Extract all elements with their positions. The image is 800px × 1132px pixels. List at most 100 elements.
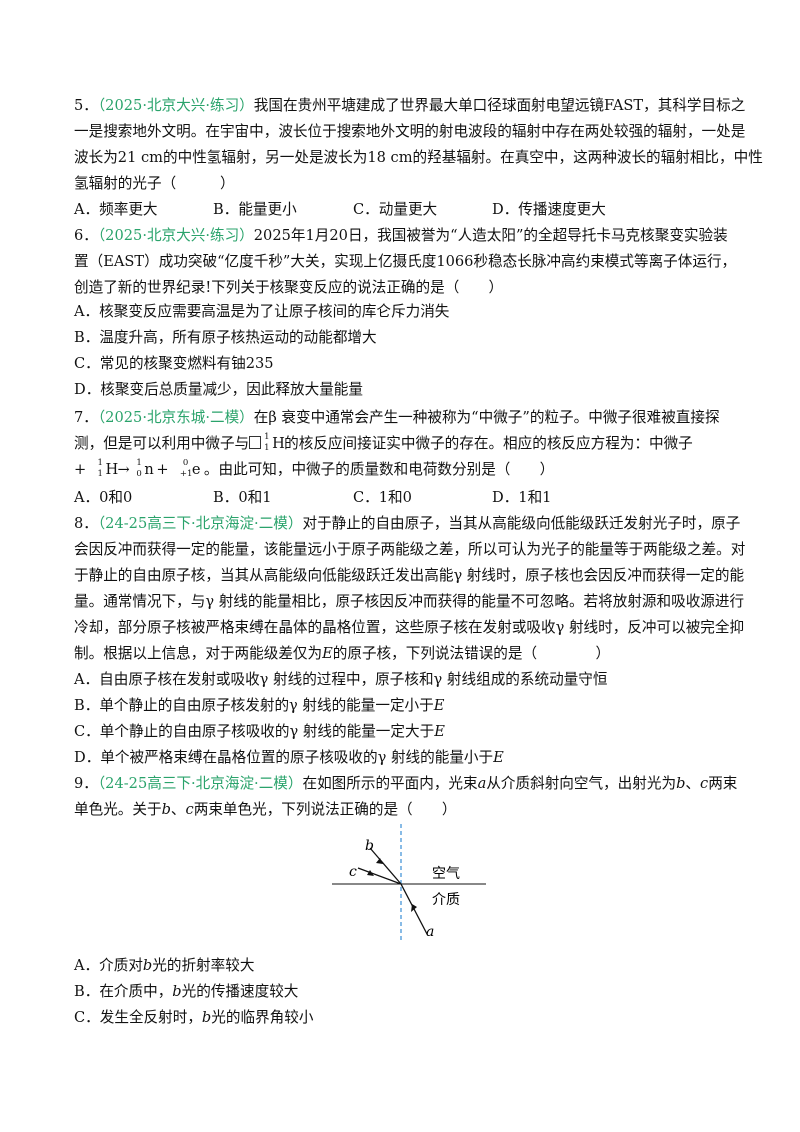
q9-line-1: 9．（24-25高三下·北京海淀·二模）在如图所示的平面内，光束a从介质斜射向空… (74, 774, 737, 794)
h-eq-charge: 1 (97, 469, 103, 479)
q8-source: （24-25高三下·北京海淀·二模） (97, 515, 303, 532)
q8-line-3: 于静止的自由原子核，当其从高能级向低能级跃迁发出高能γ 射线时，原子核也会因反冲… (74, 567, 745, 584)
energy-symbol: E (322, 645, 333, 662)
label-medium: 介质 (432, 892, 460, 908)
q8-number: 8． (74, 515, 98, 532)
q9-text-2a: 单色光。关于 (74, 801, 162, 818)
placeholder-box-icon (249, 436, 262, 449)
n-symbol: n (144, 461, 154, 478)
h-eq-symbol: H (105, 461, 119, 478)
eq-plus-2: + (156, 461, 169, 478)
q6-source: （2025·北京大兴·练习） (97, 227, 254, 244)
q7-option-d[interactable]: D．1和1 (492, 489, 552, 506)
q6-option-d[interactable]: D．核聚变后总质量减少，因此释放大量能量 (74, 381, 363, 398)
q8-line-5: 冷却，部分原子核被严格束缚在晶体的晶格位置，这些原子核在发射或吸收γ 射线时，反… (74, 619, 745, 636)
refracted-beam-b (369, 847, 402, 885)
q8-option-b[interactable]: B．单个静止的自由原子核发射的γ 射线的能量一定小于E (74, 696, 444, 716)
q8-line-2: 会因反冲而获得一定的能量，该能量远小于原子两能级之差，所以可认为光子的能量等于两… (74, 541, 746, 558)
q8-text-6a: 制。根据以上信息，对于两能级差仅为 (74, 645, 323, 662)
q5-line-3: 波长为21 cm的中性氢辐射，另一处是波长为18 cm的羟基辐射。在真空中，这两… (74, 149, 763, 166)
h-symbol: H (272, 435, 285, 452)
q8-option-c-text: C．单个静止的自由原子核吸收的γ 射线的能量一定大于 (74, 723, 435, 740)
q9-text-1a: 在如图所示的平面内，光束 (302, 775, 478, 792)
q9-option-a-1: A．介质对 (74, 957, 143, 974)
q7-text-2b: 的核反应间接证实中微子的存在。相应的核反应方程为：中微子 (284, 435, 693, 452)
q6-text-1: 2025年1月20日，我国被誉为“人造太阳”的全超导托卡马克核聚变实验装 (253, 227, 728, 244)
q9-source: （24-25高三下·北京海淀·二模） (97, 775, 303, 792)
beam-b-label-2: b (161, 801, 171, 818)
e-charge: +1 (179, 469, 193, 479)
q8-line-4: 量。通常情况下，与γ 射线的能量相比，原子核因反冲而获得的能量不可忽略。若将放射… (74, 593, 745, 610)
q9-option-a[interactable]: A．介质对b光的折射率较大 (74, 956, 254, 976)
q5-line-1: 5．（2025·北京大兴·练习）我国在贵州平塘建成了世界最大单口径球面射电望远镜… (74, 96, 745, 116)
energy-symbol-b: E (433, 697, 445, 714)
q6-option-c[interactable]: C．常见的核聚变燃料有铀235 (74, 355, 274, 372)
q5-option-c[interactable]: C．动量更大 (353, 201, 438, 218)
q5-option-b[interactable]: B．能量更小 (213, 201, 297, 218)
arrow-c-icon (367, 870, 374, 876)
q9-option-c-2: 光的临界角较小 (211, 1009, 314, 1026)
e-mass: 0 (182, 458, 189, 468)
q8-option-a[interactable]: A．自由原子核在发射或吸收γ 射线的过程中，原子核和γ 射线组成的系统动量守恒 (74, 671, 608, 688)
q8-option-d[interactable]: D．单个被严格束缚在晶格位置的原子核吸收的γ 射线的能量小于E (74, 748, 504, 768)
q7-option-b[interactable]: B．0和1 (213, 489, 272, 506)
q6-number: 6． (74, 227, 98, 244)
reaction-arrow-icon: → (117, 461, 130, 478)
figure-label-a: a (426, 924, 434, 940)
q9-option-b-b: b (172, 983, 182, 1000)
refraction-diagram: b c a 空气 介质 (332, 824, 486, 942)
q7-line-1: 7．（2025·北京东城·二模）在β 衰变中通常会产生一种被称为“中微子”的粒子… (74, 408, 720, 428)
q5-source: （2025·北京大兴·练习） (97, 97, 254, 114)
q7-source: （2025·北京东城·二模） (97, 409, 254, 426)
q7-text-1: 在β 衰变中通常会产生一种被称为“中微子”的粒子。中微子很难被直接探 (253, 409, 720, 426)
q8-line-1: 8．（24-25高三下·北京海淀·二模）对于静止的自由原子，当其从高能级向低能级… (74, 514, 740, 534)
beam-a-label: a (477, 775, 487, 792)
q9-separator: 、 (685, 775, 701, 792)
q7-option-a[interactable]: A．0和0 (74, 489, 133, 506)
q9-option-c-1: C．发生全反射时， (74, 1009, 202, 1026)
q7-number: 7． (74, 409, 98, 426)
q8-line-6: 制。根据以上信息，对于两能级差仅为E的原子核，下列说法错误的是（ ） (74, 644, 610, 664)
energy-symbol-c: E (434, 723, 445, 740)
arrow-b-icon (376, 858, 383, 864)
q9-option-c-b: b (201, 1009, 212, 1026)
q6-line-3: 创造了新的世界纪录!下列关于核聚变反应的说法正确的是（ ） (74, 279, 504, 296)
figure-label-b: b (365, 838, 374, 854)
beam-c-label: c (700, 775, 709, 792)
n-mass: 1 (136, 458, 142, 468)
q9-separator-2: 、 (170, 801, 186, 818)
q5-line-4: 氢辐射的光子（ ） (74, 175, 235, 192)
h-charge-number: 1 (264, 443, 270, 453)
arrow-a-icon (411, 904, 417, 912)
q8-option-b-text: B．单个静止的自由原子核发射的γ 射线的能量一定小于 (74, 697, 434, 714)
q9-option-a-b: b (142, 957, 153, 974)
refracted-beam-c (357, 867, 402, 885)
q6-option-a[interactable]: A．核聚变反应需要高温是为了让原子核间的库仑斥力消失 (74, 303, 450, 320)
q7-option-c[interactable]: C．1和0 (353, 489, 412, 506)
q9-option-b[interactable]: B．在介质中，b光的传播速度较大 (74, 982, 298, 1002)
figure-label-c: c (349, 864, 357, 880)
q9-option-c[interactable]: C．发生全反射时，b光的临界角较小 (74, 1008, 313, 1028)
q5-option-a[interactable]: A．频率更大 (74, 201, 158, 218)
beam-c-label-2: c (185, 801, 194, 818)
q5-number: 5． (74, 97, 98, 114)
q9-option-a-2: 光的折射率较大 (152, 957, 255, 974)
eq-plus-1: + (74, 461, 87, 478)
q5-option-d[interactable]: D．传播速度更大 (492, 201, 606, 218)
q6-option-b[interactable]: B．温度升高，所有原子核热运动的动能都增大 (74, 329, 377, 346)
q8-text-1: 对于静止的自由原子，当其从高能级向低能级跃迁发射光子时，原子 (302, 515, 741, 532)
q8-option-c[interactable]: C．单个静止的自由原子核吸收的γ 射线的能量一定大于E (74, 722, 445, 742)
q7-text-2a: 测，但是可以利用中微子与 (74, 435, 250, 452)
e-symbol: e (191, 461, 201, 478)
h-eq-mass: 1 (97, 458, 103, 468)
q8-option-d-text: D．单个被严格束缚在晶格位置的原子核吸收的γ 射线的能量小于 (74, 749, 494, 766)
q7-eq-tail: 。由此可知，中微子的质量数和电荷数分别是（ ） (203, 461, 555, 478)
beam-b-label: b (676, 775, 686, 792)
